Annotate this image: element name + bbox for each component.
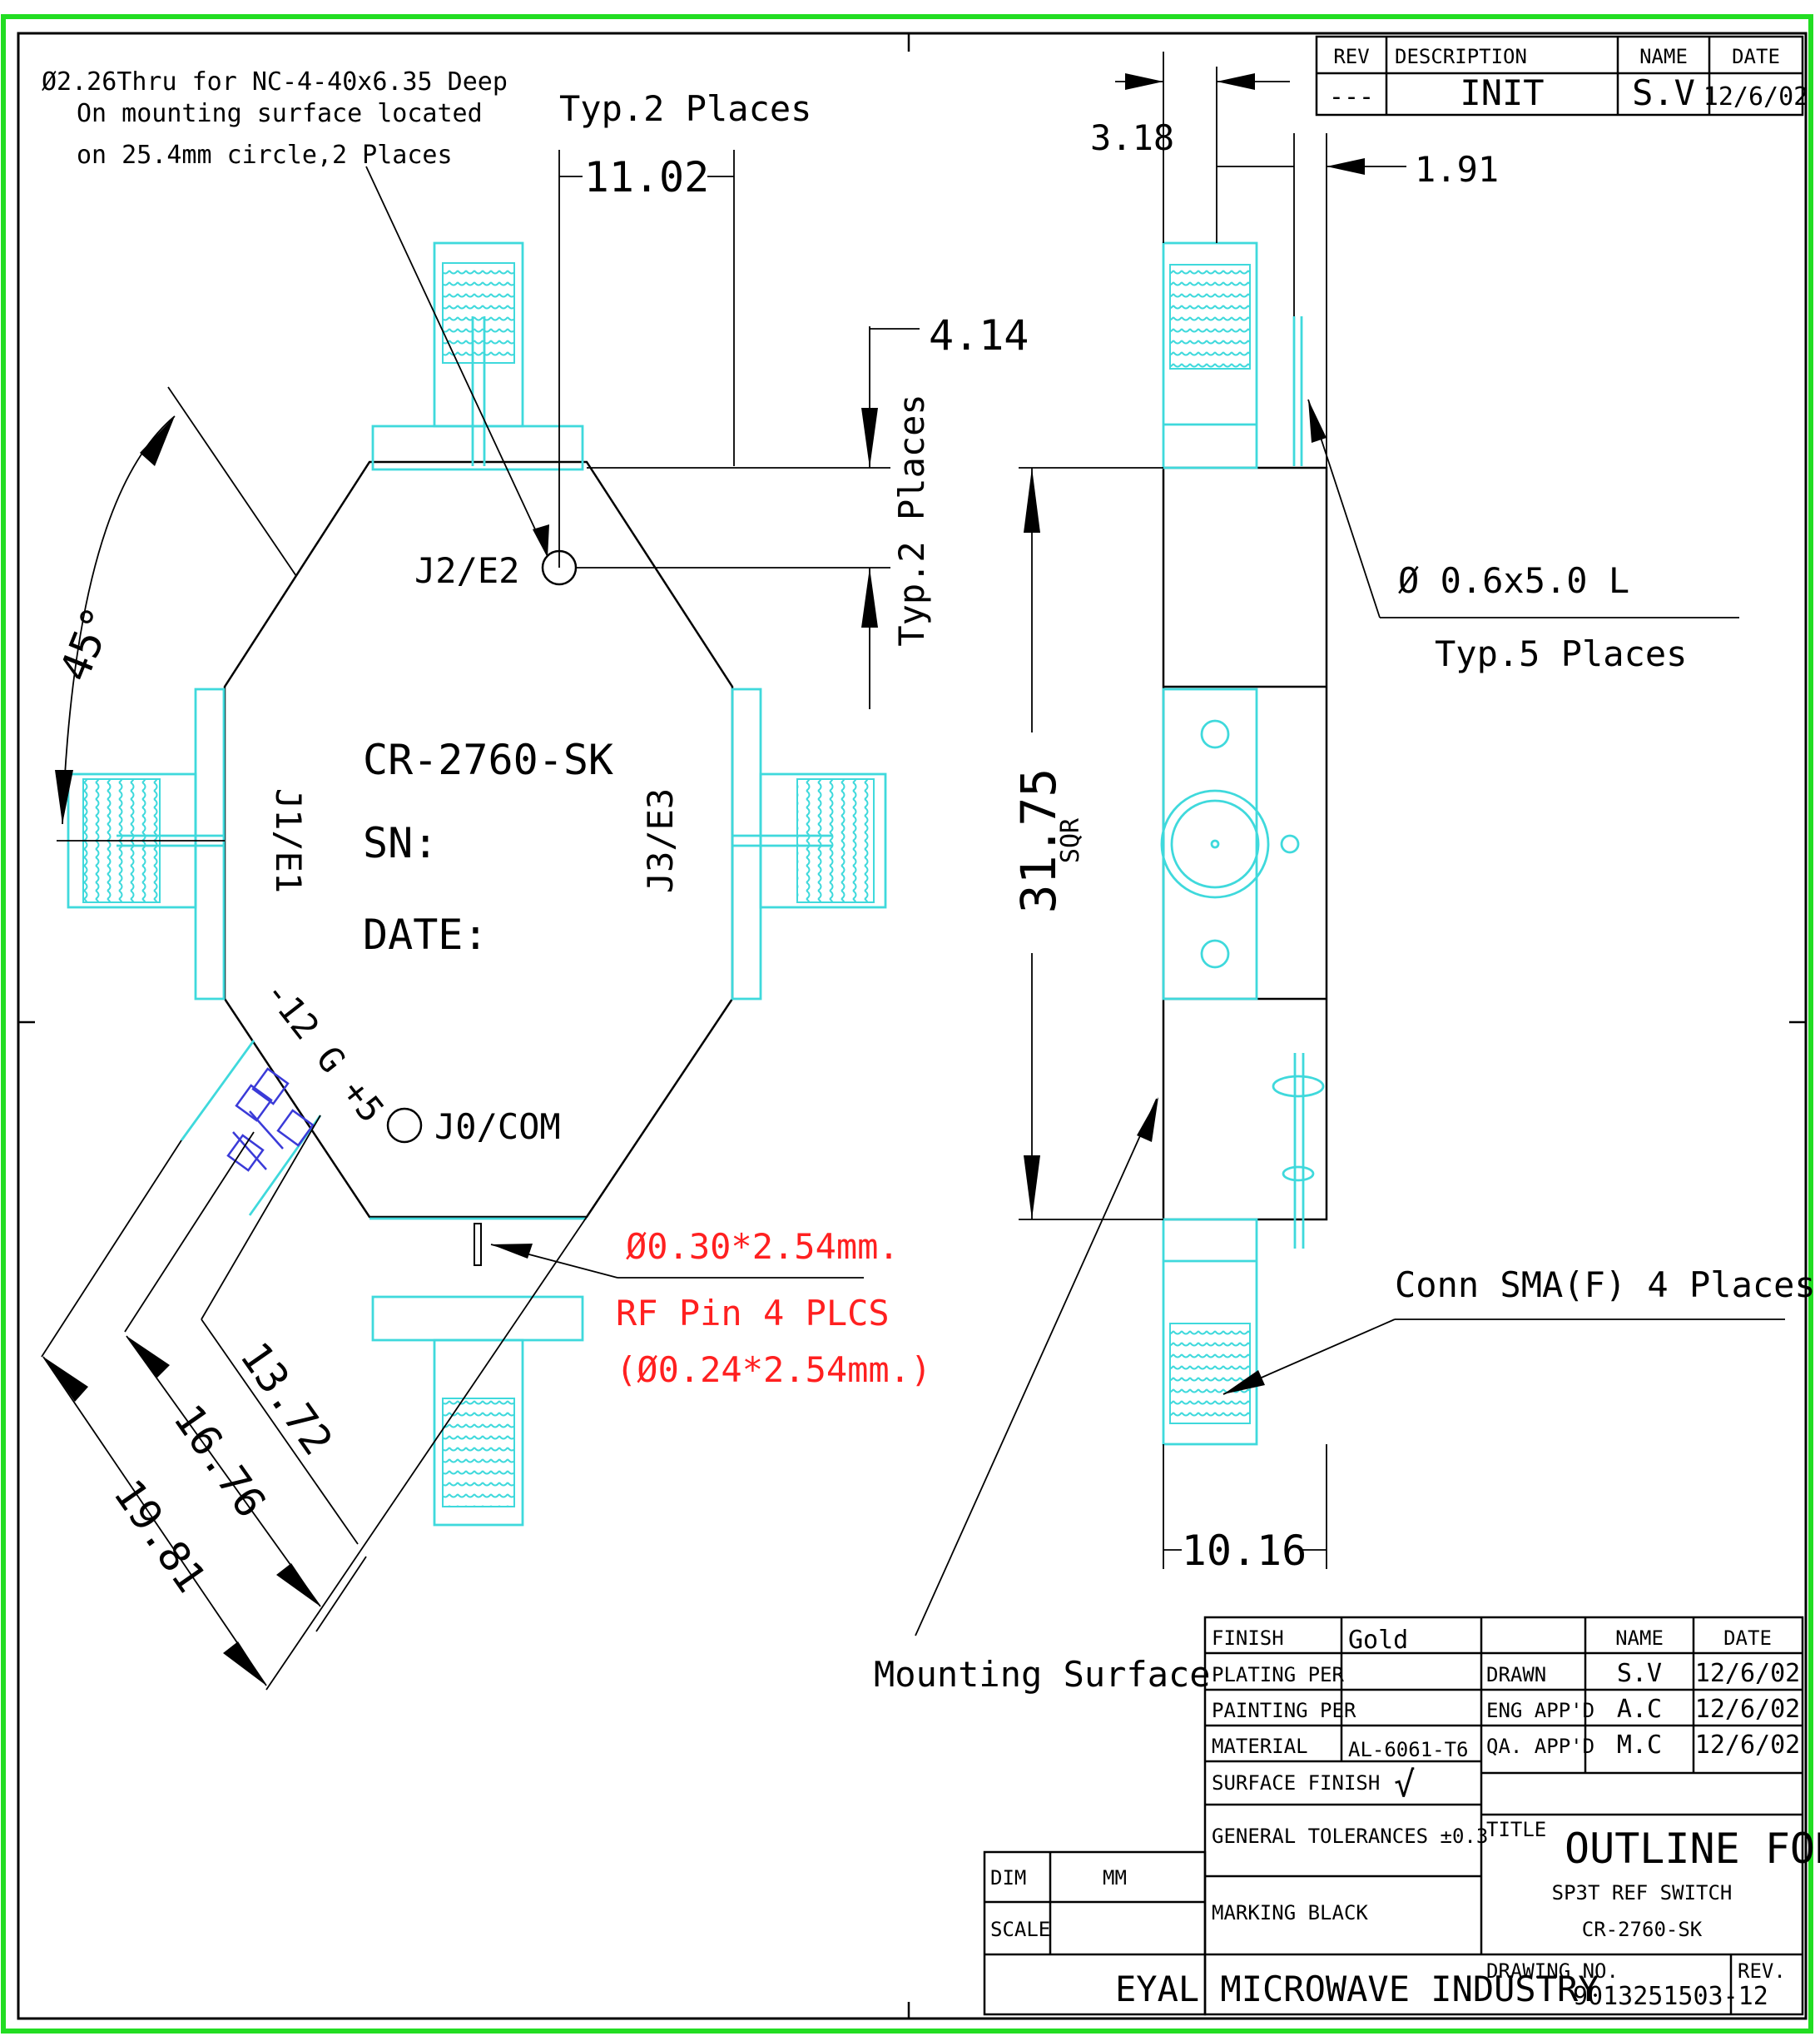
drawn-name: S.V: [1617, 1659, 1662, 1688]
dim-1-91: 1.91: [1415, 149, 1499, 190]
date-header: DATE: [1732, 45, 1780, 68]
rev-cell-label: REV.: [1738, 1959, 1786, 1983]
dim-16-76: 16.76: [164, 1396, 275, 1527]
name-value: S.V: [1632, 72, 1695, 113]
dim-value: MM: [1103, 1866, 1127, 1890]
date-value: 12/6/02: [1703, 82, 1808, 112]
date-label: DATE:: [363, 911, 488, 959]
drawing-no-label: DRAWING NO.: [1486, 1959, 1619, 1983]
revision-block: REV DESCRIPTION NAME DATE --- INIT S.V 1…: [1315, 35, 1808, 117]
connector-j3: [731, 688, 887, 1001]
conn-note: Conn SMA(F) 4 Places: [1395, 1264, 1816, 1305]
title-part: CR-2760-SK: [1582, 1918, 1703, 1941]
serial-label: SN:: [363, 819, 438, 867]
title-label: TITLE: [1486, 1818, 1546, 1841]
eng-approved-name: A.C: [1617, 1695, 1662, 1724]
description-value: INIT: [1460, 72, 1544, 113]
angle-45: 45°: [50, 600, 123, 688]
mounting-hole-j0: [386, 1107, 423, 1144]
dim-10-16: 10.16: [1182, 1527, 1307, 1575]
surface-finish-symbol: √: [1394, 1764, 1415, 1805]
dc-pin-label: -12 G +5: [256, 972, 392, 1130]
rf-pin-note-line1: Ø0.30*2.54mm.: [626, 1226, 900, 1267]
eng-approved-date: 12/6/02: [1695, 1695, 1800, 1724]
drawn-label: DRAWN: [1486, 1663, 1546, 1686]
drawing-frame: [1, 14, 1813, 2034]
pin-note: Ø 0.6x5.0 L: [1398, 560, 1629, 601]
qa-approved-name: M.C: [1617, 1731, 1662, 1760]
rf-pin-note-line2: RF Pin 4 PLCS: [616, 1293, 890, 1333]
connector-j2: [371, 241, 584, 471]
mounting-surface-note: Mounting Surface: [874, 1654, 1211, 1695]
typ-2-places-note: Typ.2 Places: [559, 88, 811, 129]
marking-label: MARKING BLACK: [1212, 1901, 1368, 1924]
painting-label: PAINTING PER: [1212, 1699, 1356, 1722]
hole-note-line2: On mounting surface located: [77, 99, 483, 128]
material-value: AL-6061-T6: [1348, 1738, 1469, 1761]
typ-vertical-note: Typ.2 Places: [891, 394, 932, 646]
surface-finish-label: SURFACE FINISH: [1212, 1771, 1380, 1795]
finish-label: FINISH: [1212, 1626, 1284, 1650]
dim-3-18: 3.18: [1090, 117, 1174, 158]
label-j3: J3/E3: [640, 788, 681, 893]
approval-name-header: NAME: [1615, 1626, 1664, 1650]
plating-label: PLATING PER: [1212, 1663, 1344, 1686]
rf-pin-note-line3: (Ø0.24*2.54mm.): [616, 1349, 931, 1390]
label-j2: J2/E2: [414, 550, 519, 591]
title-main: OUTLINE FOR: [1565, 1825, 1820, 1873]
qa-approved-date: 12/6/02: [1695, 1731, 1800, 1760]
label-j0: J0/COM: [434, 1106, 561, 1147]
material-label: MATERIAL: [1212, 1735, 1308, 1758]
name-header: NAME: [1639, 45, 1688, 68]
description-header: DESCRIPTION: [1395, 45, 1527, 68]
part-number: CR-2760-SK: [363, 736, 613, 784]
rev-value: ---: [1329, 82, 1374, 112]
sqr-label: SQR: [1056, 817, 1085, 863]
tolerance-label: GENERAL TOLERANCES ±0.3: [1212, 1825, 1488, 1848]
connector-j0: [369, 1217, 587, 1527]
label-j1: J1/E1: [268, 788, 309, 893]
rev-header: REV: [1333, 45, 1369, 68]
side-view: 3.18 1.91 Ø 0.6x5.0 L Typ.5 Places 31.75…: [874, 52, 1816, 1695]
hole-note-line1: Ø2.26Thru for NC-4-40x6.35 Deep: [42, 67, 508, 97]
top-view: J2/E2 J1/E1 J3/E3 J0/COM CR-2760-SK SN: …: [41, 67, 1029, 1691]
drawing-number: 9013251503-12: [1573, 1982, 1768, 2011]
hole-note-line3: on 25.4mm circle,2 Places: [77, 141, 453, 170]
connector-j1: [67, 688, 226, 1001]
approval-date-header: DATE: [1723, 1626, 1772, 1650]
qa-approved-label: QA. APP'D: [1486, 1735, 1594, 1758]
title-block: FINISH Gold PLATING PER PAINTING PER MAT…: [983, 1616, 1820, 2016]
drawn-date: 12/6/02: [1695, 1659, 1800, 1688]
dim-label: DIM: [990, 1866, 1026, 1890]
company-name: EYAL MICROWAVE INDUSTRY: [1115, 1969, 1599, 2009]
dim-4-14: 4.14: [929, 311, 1029, 360]
title-sub: SP3T REF SWITCH: [1552, 1881, 1733, 1904]
eng-approved-label: ENG APP'D: [1486, 1699, 1594, 1722]
dc-connector: [180, 1040, 322, 1216]
dim-19-81: 19.81: [104, 1471, 216, 1602]
dim-11-02: 11.02: [584, 153, 710, 201]
scale-label: SCALE: [990, 1918, 1050, 1941]
pin-typ-note: Typ.5 Places: [1435, 633, 1687, 674]
finish-value: Gold: [1348, 1626, 1408, 1655]
dim-13-72: 13.72: [231, 1333, 342, 1464]
dim-31-75: 31.75: [1010, 768, 1067, 914]
